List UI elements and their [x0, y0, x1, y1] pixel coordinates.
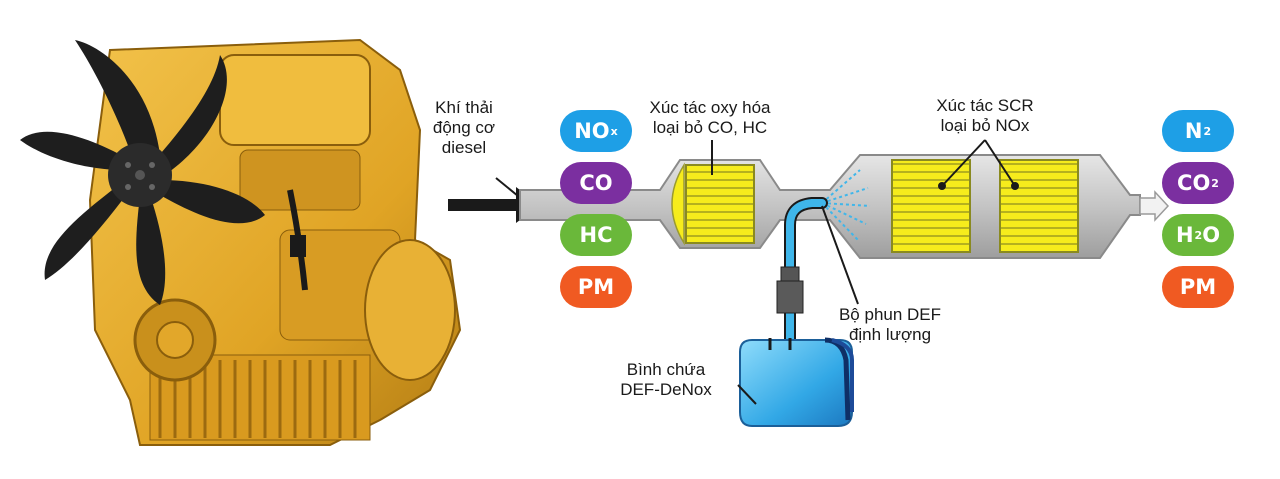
fan-icon — [20, 40, 265, 305]
scr-catalyst — [891, 159, 1079, 253]
tank-label: Bình chứa DEF-DeNox — [620, 360, 712, 399]
oxidation-catalyst — [671, 162, 755, 246]
scr-label: Xúc tác SCR loại bỏ NOx — [936, 96, 1034, 135]
def-tank — [739, 337, 854, 427]
def-supply-line — [776, 197, 828, 356]
pollutant-hc-badge: HC — [560, 214, 632, 256]
injector-label: Bộ phun DEF định lượng — [838, 305, 942, 344]
pollutant-pm-badge: PM — [560, 266, 632, 308]
pollutant-co-badge: CO — [560, 162, 632, 204]
exhaust-label: Khí thải động cơ diesel — [432, 98, 496, 157]
exhaust-outlet-arrow — [1139, 190, 1170, 222]
output-pm-badge: PM — [1162, 266, 1234, 308]
leader-lines — [711, 139, 1019, 405]
def-spray — [821, 169, 871, 241]
doc-label: Xúc tác oxy hóa loại bỏ CO, HC — [649, 98, 771, 137]
